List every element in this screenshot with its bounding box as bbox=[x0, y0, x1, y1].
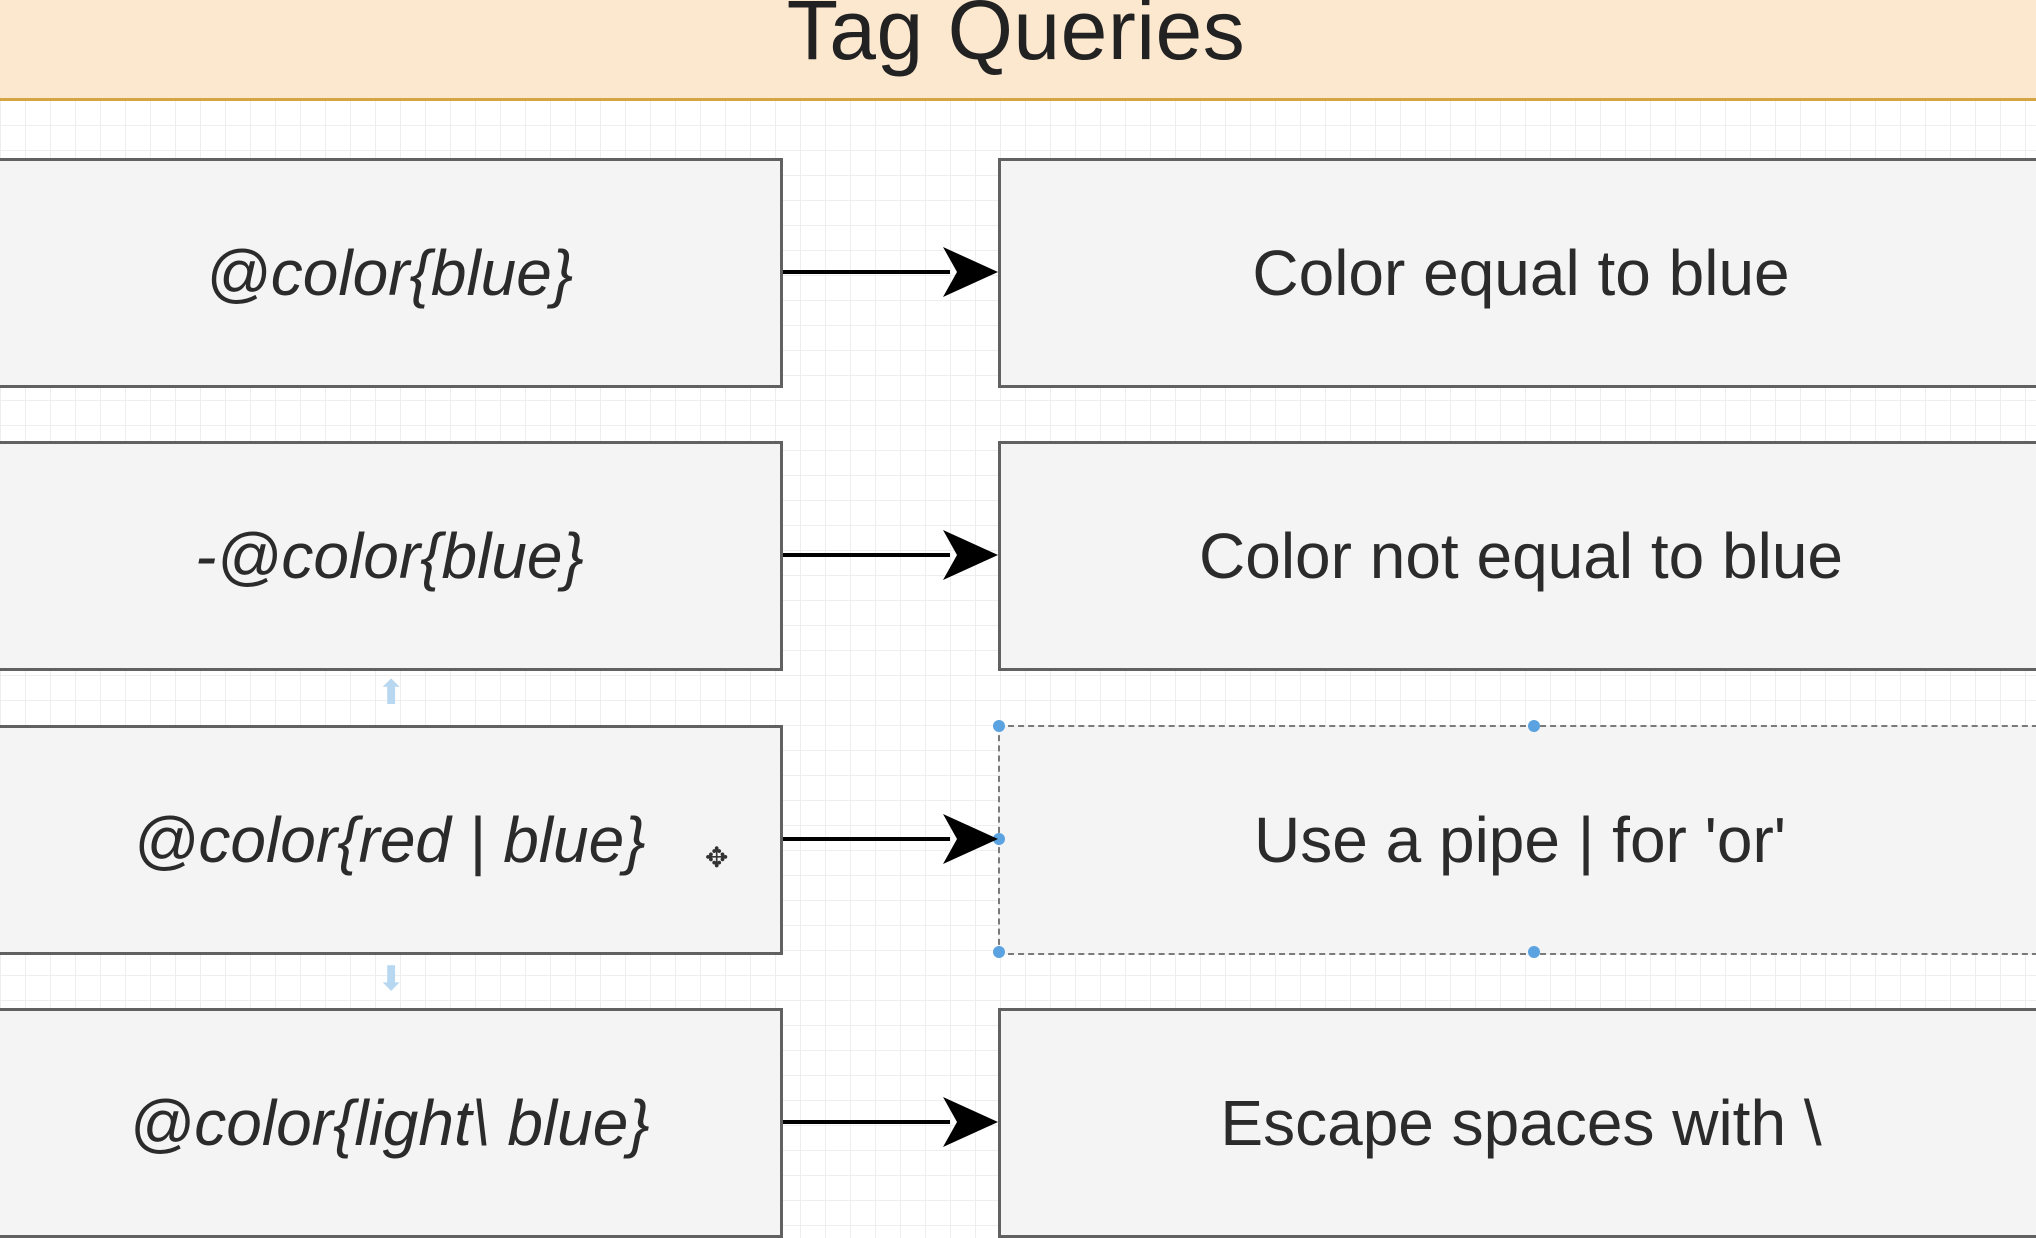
selection-handle-top-middle[interactable] bbox=[1528, 720, 1540, 732]
query-box-1[interactable]: @color{blue} bbox=[0, 158, 783, 388]
description-text-1: Color equal to blue bbox=[1252, 237, 1790, 309]
move-cursor-icon: ✥ bbox=[705, 842, 729, 873]
description-box-4[interactable]: Escape spaces with \ bbox=[998, 1008, 2036, 1238]
selection-handle-bottom-left[interactable] bbox=[993, 946, 1005, 958]
query-text-1: @color{blue} bbox=[205, 237, 574, 309]
description-text-4: Escape spaces with \ bbox=[1220, 1087, 1822, 1159]
query-box-3[interactable]: @color{red | blue} ✥ bbox=[0, 725, 783, 955]
description-box-1[interactable]: Color equal to blue bbox=[998, 158, 2036, 388]
selection-handle-bottom-middle[interactable] bbox=[1528, 946, 1540, 958]
query-text-4: @color{light\ blue} bbox=[129, 1087, 650, 1159]
query-text-2: -@color{blue} bbox=[195, 520, 584, 592]
right-arrow-icon[interactable] bbox=[783, 814, 998, 864]
title-banner[interactable]: Tag Queries bbox=[0, 0, 2036, 101]
right-arrow-icon[interactable] bbox=[783, 1097, 998, 1147]
description-text-3: Use a pipe | for 'or' bbox=[1254, 804, 1786, 876]
right-arrow-icon[interactable] bbox=[783, 247, 998, 297]
query-box-2[interactable]: -@color{blue} bbox=[0, 441, 783, 671]
description-box-3-selected[interactable]: Use a pipe | for 'or' bbox=[998, 725, 2036, 955]
query-text-3: @color{red | blue} bbox=[133, 804, 646, 876]
right-arrow-icon[interactable] bbox=[783, 530, 998, 580]
diagram-title: Tag Queries bbox=[786, 0, 1246, 77]
selection-handle-middle-left[interactable] bbox=[993, 833, 1005, 845]
hover-arrow-down-icon[interactable]: ⬇ bbox=[377, 960, 406, 998]
query-box-4[interactable]: @color{light\ blue} bbox=[0, 1008, 783, 1238]
selection-handle-top-left[interactable] bbox=[993, 720, 1005, 732]
description-text-2: Color not equal to blue bbox=[1199, 520, 1843, 592]
hover-arrow-up-icon[interactable]: ⬆ bbox=[377, 674, 406, 712]
description-box-2[interactable]: Color not equal to blue bbox=[998, 441, 2036, 671]
